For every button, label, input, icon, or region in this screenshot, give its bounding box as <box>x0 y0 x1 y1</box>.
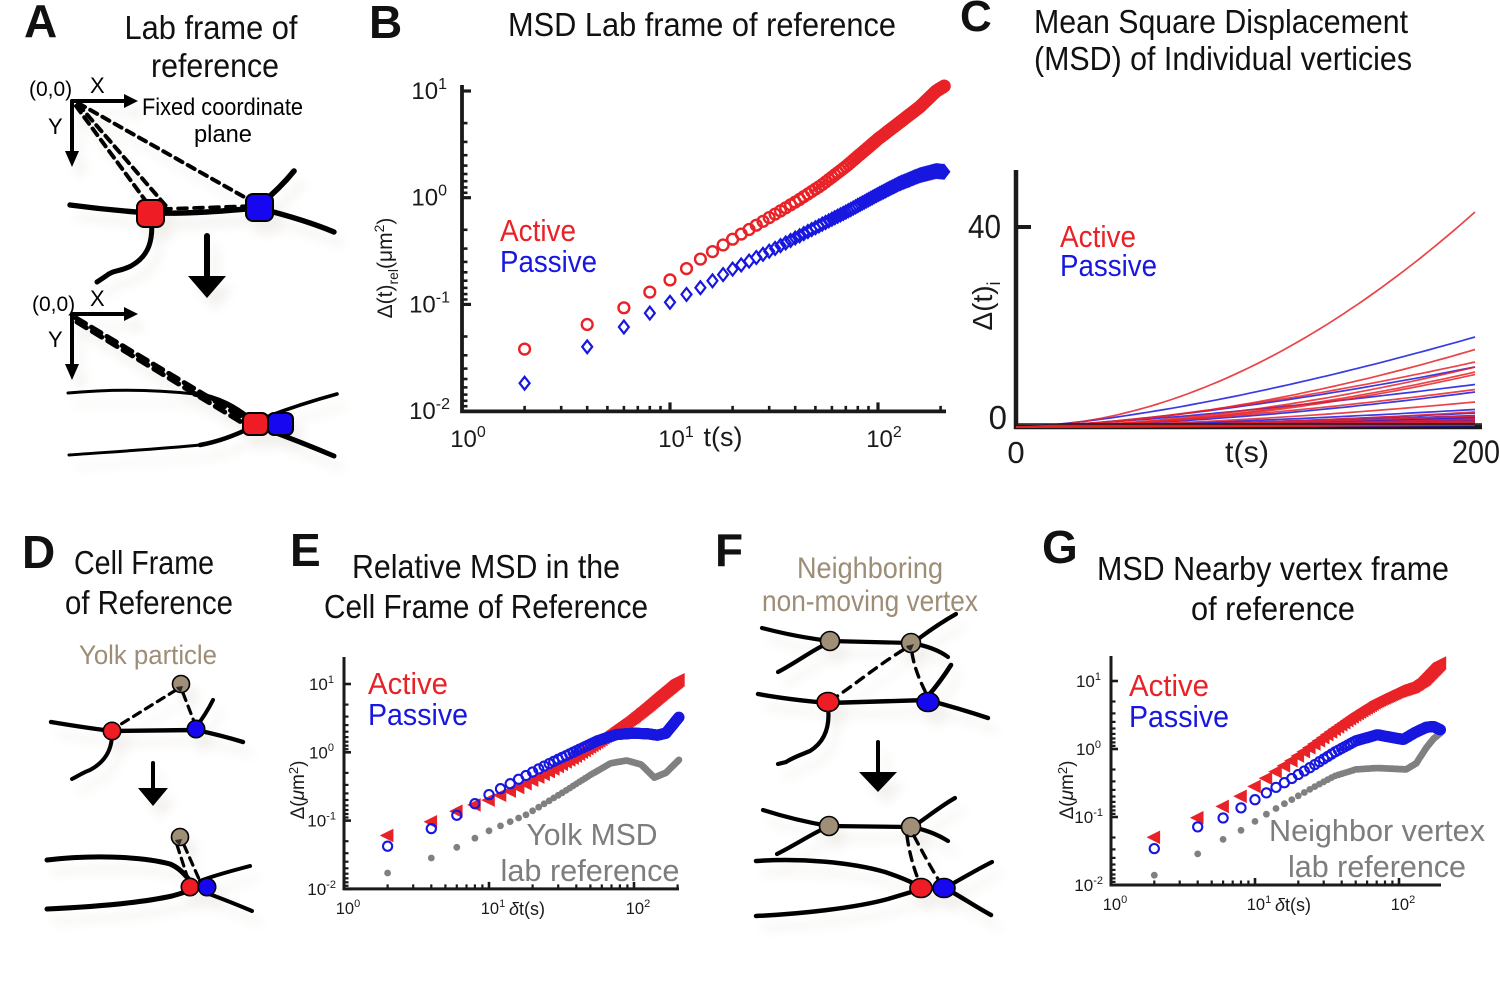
svg-text:10-1: 10-1 <box>307 811 336 831</box>
svg-text:Cell Frame of Reference: Cell Frame of Reference <box>324 588 648 625</box>
svg-text:t(s): t(s) <box>704 422 743 452</box>
svg-text:t(s): t(s) <box>1225 436 1269 469</box>
svg-text:Δ(μm2): Δ(μm2) <box>1055 761 1078 820</box>
svg-text:100: 100 <box>309 742 334 762</box>
svg-text:Active: Active <box>368 666 448 701</box>
svg-text:Relative MSD in the: Relative MSD in the <box>352 548 620 585</box>
svg-text:Passive: Passive <box>1060 248 1157 283</box>
svg-text:MSD Lab frame of reference: MSD Lab frame of reference <box>508 6 896 43</box>
svg-text:102: 102 <box>1391 894 1415 914</box>
svg-text:100: 100 <box>411 183 447 212</box>
svg-text:Neighbor vertex: Neighbor vertex <box>1269 813 1485 848</box>
svg-text:100: 100 <box>450 424 486 453</box>
svg-text:X: X <box>90 73 105 98</box>
svg-text:10-2: 10-2 <box>1074 875 1103 895</box>
svg-text:101: 101 <box>411 76 447 105</box>
svg-text:lab reference: lab reference <box>1288 849 1466 884</box>
svg-text:δt(s): δt(s) <box>509 899 545 919</box>
svg-text:B: B <box>369 0 402 48</box>
svg-text:102: 102 <box>866 424 902 453</box>
svg-text:non-moving vertex: non-moving vertex <box>762 585 978 618</box>
svg-text:F: F <box>715 524 743 576</box>
svg-text:100: 100 <box>1103 894 1127 914</box>
svg-text:100: 100 <box>336 898 360 918</box>
svg-text:10-2: 10-2 <box>409 396 450 425</box>
svg-text:Cell Frame: Cell Frame <box>74 544 214 581</box>
svg-text:0: 0 <box>989 399 1007 436</box>
svg-text:E: E <box>290 524 321 576</box>
svg-text:Active: Active <box>500 213 576 248</box>
svg-text:of Reference: of Reference <box>65 584 233 621</box>
svg-text:MSD Nearby vertex frame: MSD Nearby vertex frame <box>1097 550 1449 587</box>
svg-text:Passive: Passive <box>500 244 597 279</box>
svg-text:lab reference: lab reference <box>501 853 680 888</box>
svg-text:Passive: Passive <box>1129 699 1229 734</box>
svg-text:Δ(t)i: Δ(t)i <box>967 281 1004 330</box>
svg-text:101: 101 <box>309 674 334 694</box>
svg-text:G: G <box>1042 521 1078 573</box>
svg-text:δt(s): δt(s) <box>1275 895 1311 915</box>
svg-text:10-1: 10-1 <box>409 289 450 318</box>
svg-text:X: X <box>90 286 105 311</box>
svg-text:(0,0): (0,0) <box>29 78 72 101</box>
svg-text:Lab frame of: Lab frame of <box>125 9 299 46</box>
svg-text:Mean Square Displacement: Mean Square Displacement <box>1034 3 1408 40</box>
svg-text:reference: reference <box>151 47 279 84</box>
svg-text:plane: plane <box>194 121 252 148</box>
svg-text:10-2: 10-2 <box>307 879 336 899</box>
svg-text:D: D <box>22 526 55 578</box>
svg-text:Δ(t)rel(μm2): Δ(t)rel(μm2) <box>371 218 401 319</box>
svg-text:101: 101 <box>1076 671 1101 691</box>
svg-text:Fixed coordinate: Fixed coordinate <box>142 94 303 121</box>
svg-text:Neighboring: Neighboring <box>797 552 943 585</box>
svg-text:101: 101 <box>481 898 505 918</box>
svg-text:Yolk particle: Yolk particle <box>79 640 217 670</box>
svg-text:Active: Active <box>1060 219 1136 254</box>
svg-text:of reference: of reference <box>1191 590 1355 627</box>
svg-text:Y: Y <box>48 114 63 139</box>
svg-text:10-1: 10-1 <box>1074 807 1103 827</box>
svg-text:(0,0): (0,0) <box>32 293 75 316</box>
svg-text:102: 102 <box>626 898 650 918</box>
svg-text:100: 100 <box>1076 739 1101 759</box>
svg-text:101: 101 <box>1247 894 1271 914</box>
svg-text:Active: Active <box>1129 668 1209 703</box>
svg-text:C: C <box>960 0 992 41</box>
svg-text:0: 0 <box>1007 435 1024 470</box>
svg-text:Y: Y <box>48 327 63 352</box>
svg-text:Yolk MSD: Yolk MSD <box>527 817 658 852</box>
svg-text:Δ(μm2): Δ(μm2) <box>286 761 309 820</box>
svg-text:200: 200 <box>1452 434 1500 470</box>
svg-text:101: 101 <box>658 424 694 453</box>
svg-text:(MSD) of Individual verticies: (MSD) of Individual verticies <box>1034 40 1412 77</box>
svg-text:Passive: Passive <box>368 697 468 732</box>
svg-text:40: 40 <box>968 208 1001 245</box>
svg-text:A: A <box>24 0 57 47</box>
